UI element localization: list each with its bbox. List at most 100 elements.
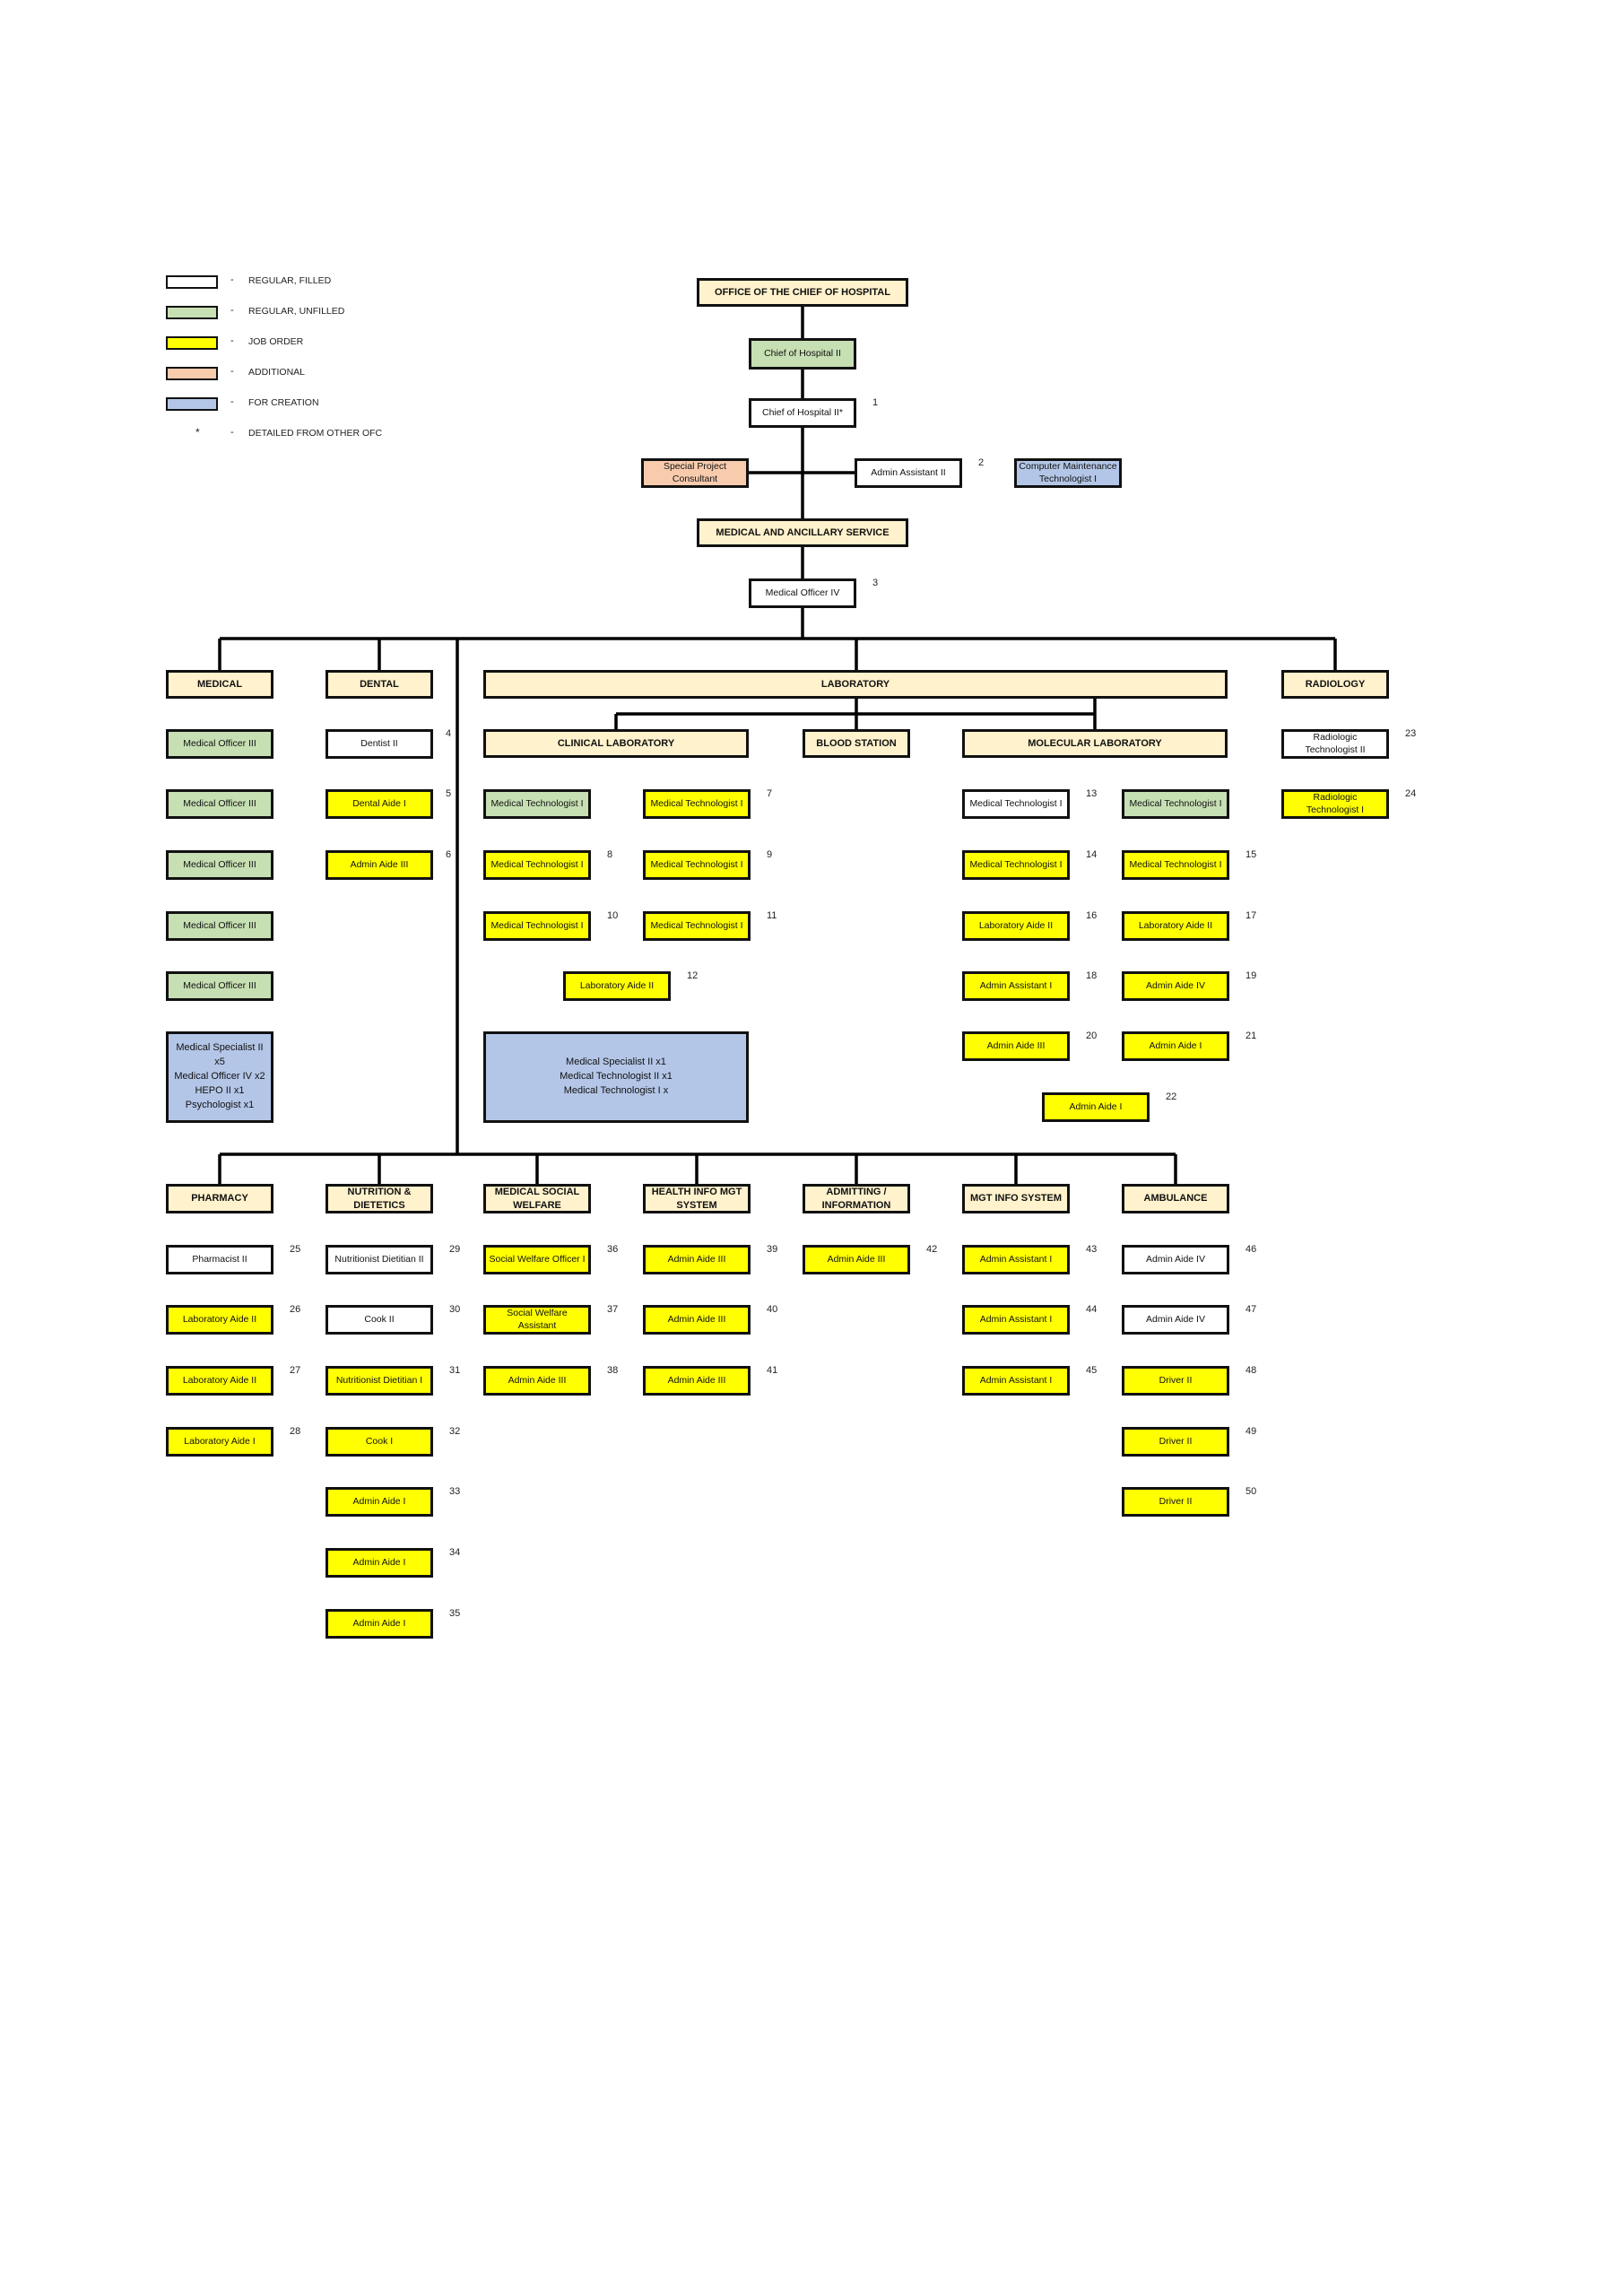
box-label: RADIOLOGY [1305, 678, 1366, 690]
box-swa: Social Welfare Assistant [483, 1305, 591, 1335]
box-chief-1: Chief of Hospital II [749, 338, 856, 370]
position-number: 35 [449, 1608, 461, 1619]
box-label: Medical Technologist I [650, 858, 743, 870]
box-cook-2: Cook II [325, 1305, 433, 1335]
box-label: Admin Aide III [986, 1039, 1046, 1051]
box-label: OFFICE OF THE CHIEF OF HOSPITAL [715, 286, 890, 298]
box-label: Medical Technologist I [1129, 797, 1222, 809]
box-chief-2: Chief of Hospital II* [749, 398, 856, 428]
box-mis-admin-asst-1c: Admin Assistant I [962, 1366, 1070, 1396]
legend-swatch-job-order [166, 336, 218, 350]
box-label: Nutritionist Dietitian II [334, 1253, 424, 1265]
position-number: 30 [449, 1304, 461, 1315]
box-label: Chief of Hospital II [764, 347, 841, 359]
box-h-ambulance: AMBULANCE [1122, 1184, 1229, 1213]
box-label: Driver II [1159, 1374, 1193, 1386]
box-pharm-lab-aide-2a: Laboratory Aide II [166, 1305, 273, 1335]
box-mol-mt-2: Medical Technologist I [1122, 789, 1229, 819]
box-pharm-lab-aide-2b: Laboratory Aide II [166, 1366, 273, 1396]
position-number: 6 [446, 849, 452, 860]
box-label: Admin Aide IV [1146, 1313, 1205, 1325]
box-label: Admin Aide III [667, 1313, 726, 1325]
legend-swatch-additional [166, 367, 218, 380]
box-amb-driver-2a: Driver II [1122, 1366, 1229, 1396]
box-label: MEDICAL SOCIAL WELFARE [494, 1187, 580, 1211]
position-number: 16 [1086, 910, 1098, 921]
box-h-pharmacy: PHARMACY [166, 1184, 273, 1213]
box-label: LABORATORY [820, 678, 890, 690]
box-label: Laboratory Aide I [184, 1435, 256, 1447]
position-number: 24 [1405, 788, 1417, 799]
position-number: 20 [1086, 1031, 1098, 1041]
box-clin-mt-5: Medical Technologist I [483, 911, 591, 941]
legend-dash: - [230, 366, 234, 377]
box-nutri-admin-aide-1b: Admin Aide I [325, 1548, 433, 1578]
box-label: Medical Technologist I [490, 919, 584, 931]
box-med-creation: Medical Specialist II x5 Medical Officer… [166, 1031, 273, 1123]
box-label: Admin Aide I [1149, 1039, 1202, 1051]
box-h-clinical: CLINICAL LABORATORY [483, 729, 749, 758]
box-label: Computer Maintenance Technologist I [1019, 460, 1117, 484]
box-label: Laboratory Aide II [978, 919, 1054, 931]
box-label: Medical Officer III [183, 858, 256, 870]
position-number: 13 [1086, 788, 1098, 799]
position-number: 41 [767, 1365, 778, 1376]
box-him-admin-aide-3a: Admin Aide III [643, 1245, 751, 1274]
box-label: Admin Aide I [352, 1556, 406, 1568]
box-nutri-2: Nutritionist Dietitian II [325, 1245, 433, 1274]
box-label: Medical Technologist I [1129, 858, 1222, 870]
box-lab-creation: Medical Specialist II x1 Medical Technol… [483, 1031, 749, 1123]
box-h-radiology: RADIOLOGY [1281, 670, 1389, 699]
legend-swatch-unfilled [166, 306, 218, 319]
box-label: Radiologic Technologist I [1306, 791, 1365, 815]
box-label: CLINICAL LABORATORY [557, 737, 675, 749]
box-label: ADMITTING / INFORMATION [821, 1187, 891, 1211]
box-label: Medical Technologist I [490, 858, 584, 870]
box-label: Admin Assistant I [979, 979, 1053, 991]
box-mis-admin-asst-1b: Admin Assistant I [962, 1305, 1070, 1335]
legend-dash: - [230, 305, 234, 316]
box-label: Medical Officer III [183, 979, 256, 991]
box-label: Medical Technologist I [650, 797, 743, 809]
box-label: MOLECULAR LABORATORY [1028, 737, 1162, 749]
box-label: Medical Officer III [183, 737, 256, 749]
box-h-blood: BLOOD STATION [803, 729, 910, 758]
box-special-project: Special Project Consultant [641, 458, 749, 488]
box-amb-admin-aide-4b: Admin Aide IV [1122, 1305, 1229, 1335]
box-mol-admin-aide-4: Admin Aide IV [1122, 971, 1229, 1001]
position-number: 2 [978, 457, 985, 468]
box-mol-admin-asst-1: Admin Assistant I [962, 971, 1070, 1001]
position-number: 14 [1086, 849, 1098, 860]
box-cook-1: Cook I [325, 1427, 433, 1457]
box-clin-mt-3: Medical Technologist I [483, 850, 591, 880]
box-label: Admin Assistant I [979, 1253, 1053, 1265]
box-h-dental: DENTAL [325, 670, 433, 699]
legend-label: ADDITIONAL [248, 367, 306, 378]
position-number: 43 [1086, 1244, 1098, 1255]
box-nutri-1: Nutritionist Dietitian I [325, 1366, 433, 1396]
box-mol-admin-aide-1b: Admin Aide I [1042, 1092, 1150, 1122]
box-h-laboratory: LABORATORY [483, 670, 1228, 699]
box-nutri-admin-aide-1c: Admin Aide I [325, 1609, 433, 1639]
box-label: Admin Aide III [350, 858, 409, 870]
box-label: Medical Officer IV [765, 587, 840, 598]
box-mo3-c: Medical Officer III [166, 850, 273, 880]
position-number: 40 [767, 1304, 778, 1315]
box-office-chief: OFFICE OF THE CHIEF OF HOSPITAL [697, 278, 908, 307]
box-label: Nutritionist Dietitian I [335, 1374, 423, 1386]
box-label: PHARMACY [191, 1193, 248, 1205]
position-number: 36 [607, 1244, 619, 1255]
box-label: BLOOD STATION [816, 737, 897, 749]
position-number: 9 [767, 849, 773, 860]
position-number: 12 [687, 970, 699, 981]
box-med-ancillary: MEDICAL AND ANCILLARY SERVICE [697, 518, 908, 547]
box-admin-asst-2: Admin Assistant II [855, 458, 962, 488]
legend-label: REGULAR, UNFILLED [248, 306, 345, 317]
box-label: Social Welfare Officer I [489, 1253, 586, 1265]
box-label: Admin Aide I [352, 1495, 406, 1507]
position-number: 8 [607, 849, 613, 860]
position-number: 32 [449, 1426, 461, 1437]
legend-dash: - [230, 396, 234, 407]
box-clin-lab-aide-2: Laboratory Aide II [563, 971, 671, 1001]
box-label: Admin Assistant II [871, 466, 946, 478]
